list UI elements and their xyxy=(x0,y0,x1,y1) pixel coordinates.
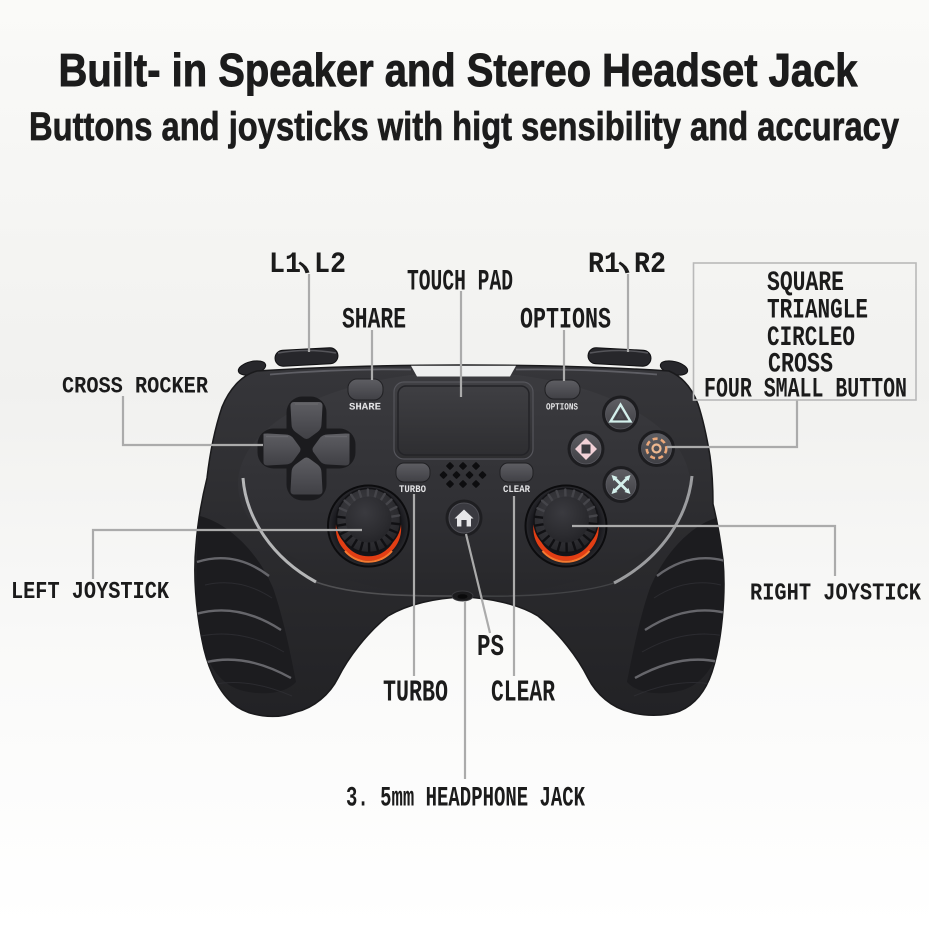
svg-text:SQUARE: SQUARE xyxy=(767,268,844,299)
svg-text:TRIANGLE: TRIANGLE xyxy=(767,296,868,327)
svg-text:CROSS: CROSS xyxy=(768,350,833,381)
svg-text:TURBO: TURBO xyxy=(399,485,426,496)
svg-text:OPTIONS: OPTIONS xyxy=(546,402,578,413)
svg-text:Buttons and joysticks with hig: Buttons and joysticks with higt sensibil… xyxy=(29,105,900,149)
svg-text:TURBO: TURBO xyxy=(383,676,448,711)
svg-text:R1: R1 xyxy=(588,248,620,282)
svg-text:3. 5mm HEADPHONE JACK: 3. 5mm HEADPHONE JACK xyxy=(346,784,585,815)
svg-text:FOUR SMALL BUTTON: FOUR SMALL BUTTON xyxy=(704,375,907,406)
svg-text:TOUCH PAD: TOUCH PAD xyxy=(407,266,513,300)
svg-text:CIRCLEO: CIRCLEO xyxy=(767,323,855,354)
svg-text:SHARE: SHARE xyxy=(342,304,406,338)
svg-text:CLEAR: CLEAR xyxy=(491,676,555,711)
svg-text:L1: L1 xyxy=(269,248,301,282)
svg-text:CROSS ROCKER: CROSS ROCKER xyxy=(62,374,208,400)
svg-text:RIGHT JOYSTICK: RIGHT JOYSTICK xyxy=(750,581,922,608)
svg-text:OPTIONS: OPTIONS xyxy=(520,304,611,338)
svg-text:R2: R2 xyxy=(634,248,666,282)
svg-text:Built- in Speaker and Stereo H: Built- in Speaker and Stereo Headset Jac… xyxy=(59,44,858,96)
svg-text:LEFT JOYSTICK: LEFT JOYSTICK xyxy=(11,579,170,606)
svg-text:L2: L2 xyxy=(314,248,346,282)
svg-text:CLEAR: CLEAR xyxy=(503,485,530,496)
svg-text:SHARE: SHARE xyxy=(349,403,381,414)
svg-text:PS: PS xyxy=(477,630,504,665)
